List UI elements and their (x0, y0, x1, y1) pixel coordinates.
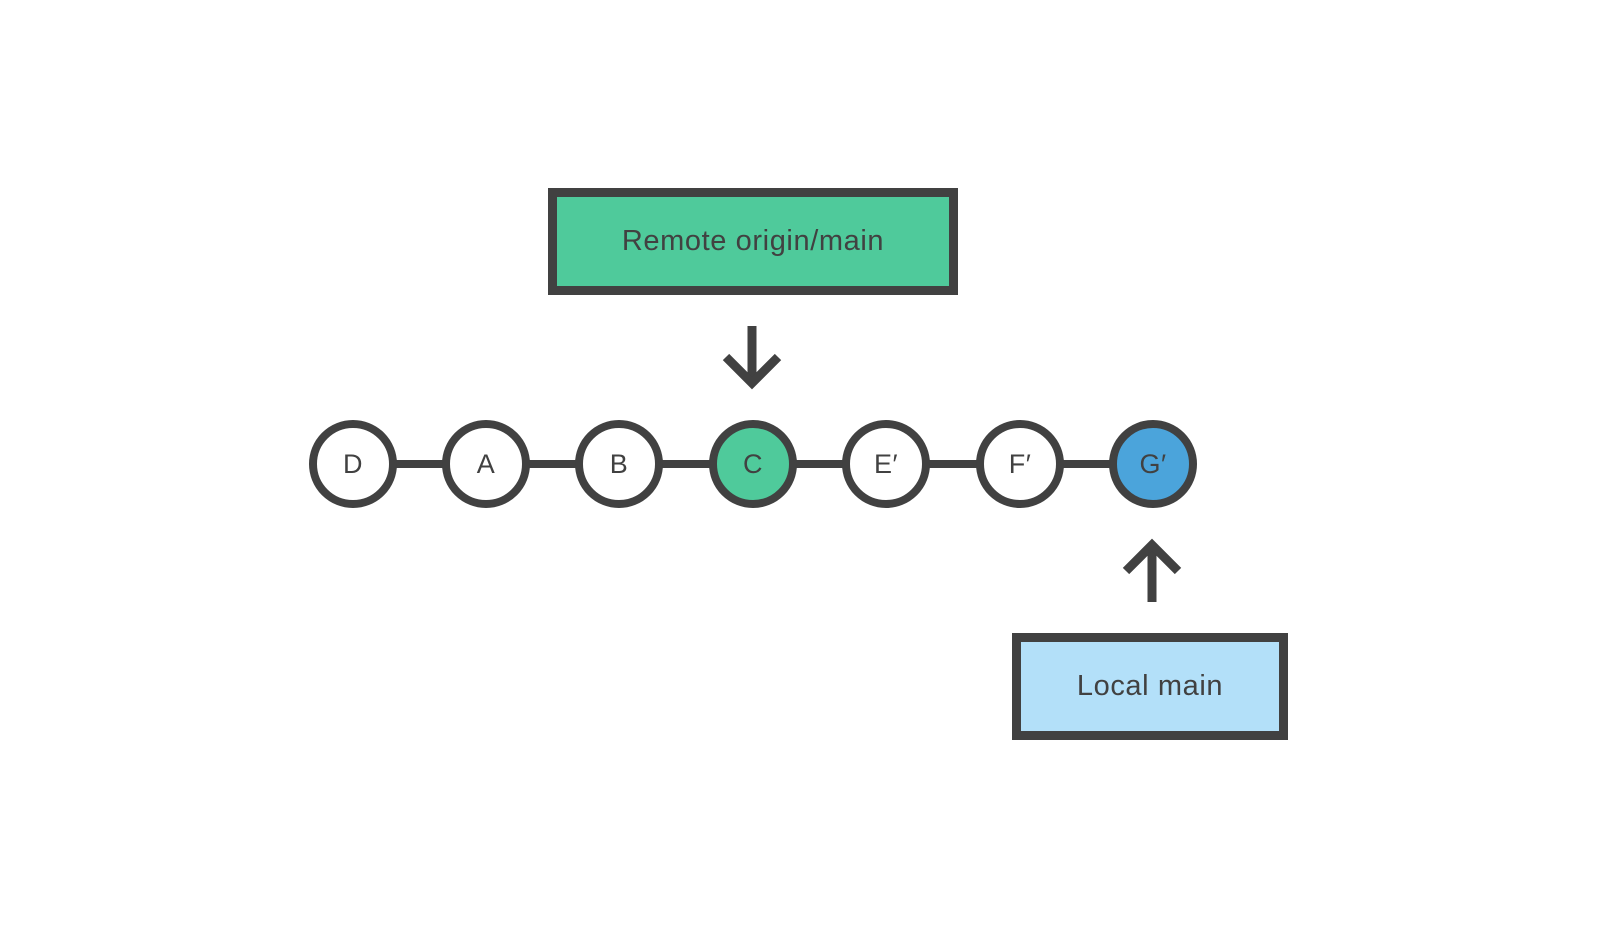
arrow-down-icon (722, 326, 782, 390)
remote-branch-label-box: Remote origin/main (548, 188, 958, 295)
remote-branch-label-text: Remote origin/main (621, 225, 885, 257)
local-branch-label-text: Local main (1076, 670, 1224, 702)
commit-node: E′ (842, 420, 930, 508)
commit-label: C (743, 448, 763, 479)
commit-label: B (609, 448, 629, 479)
commit-label: A (476, 448, 496, 479)
commit-node: B (575, 420, 663, 508)
commit-label: F′ (1008, 448, 1032, 479)
commit-label: D (343, 448, 363, 479)
local-branch-label-box: Local main (1012, 633, 1288, 740)
commit-node: A (442, 420, 530, 508)
arrow-up-icon (1122, 538, 1182, 602)
commit-label: E′ (873, 448, 899, 479)
commit-node: F′ (976, 420, 1064, 508)
commit-node-remote-head: C (709, 420, 797, 508)
commit-node-local-head: G′ (1109, 420, 1197, 508)
commit-label: G′ (1139, 448, 1167, 479)
commit-node: D (309, 420, 397, 508)
